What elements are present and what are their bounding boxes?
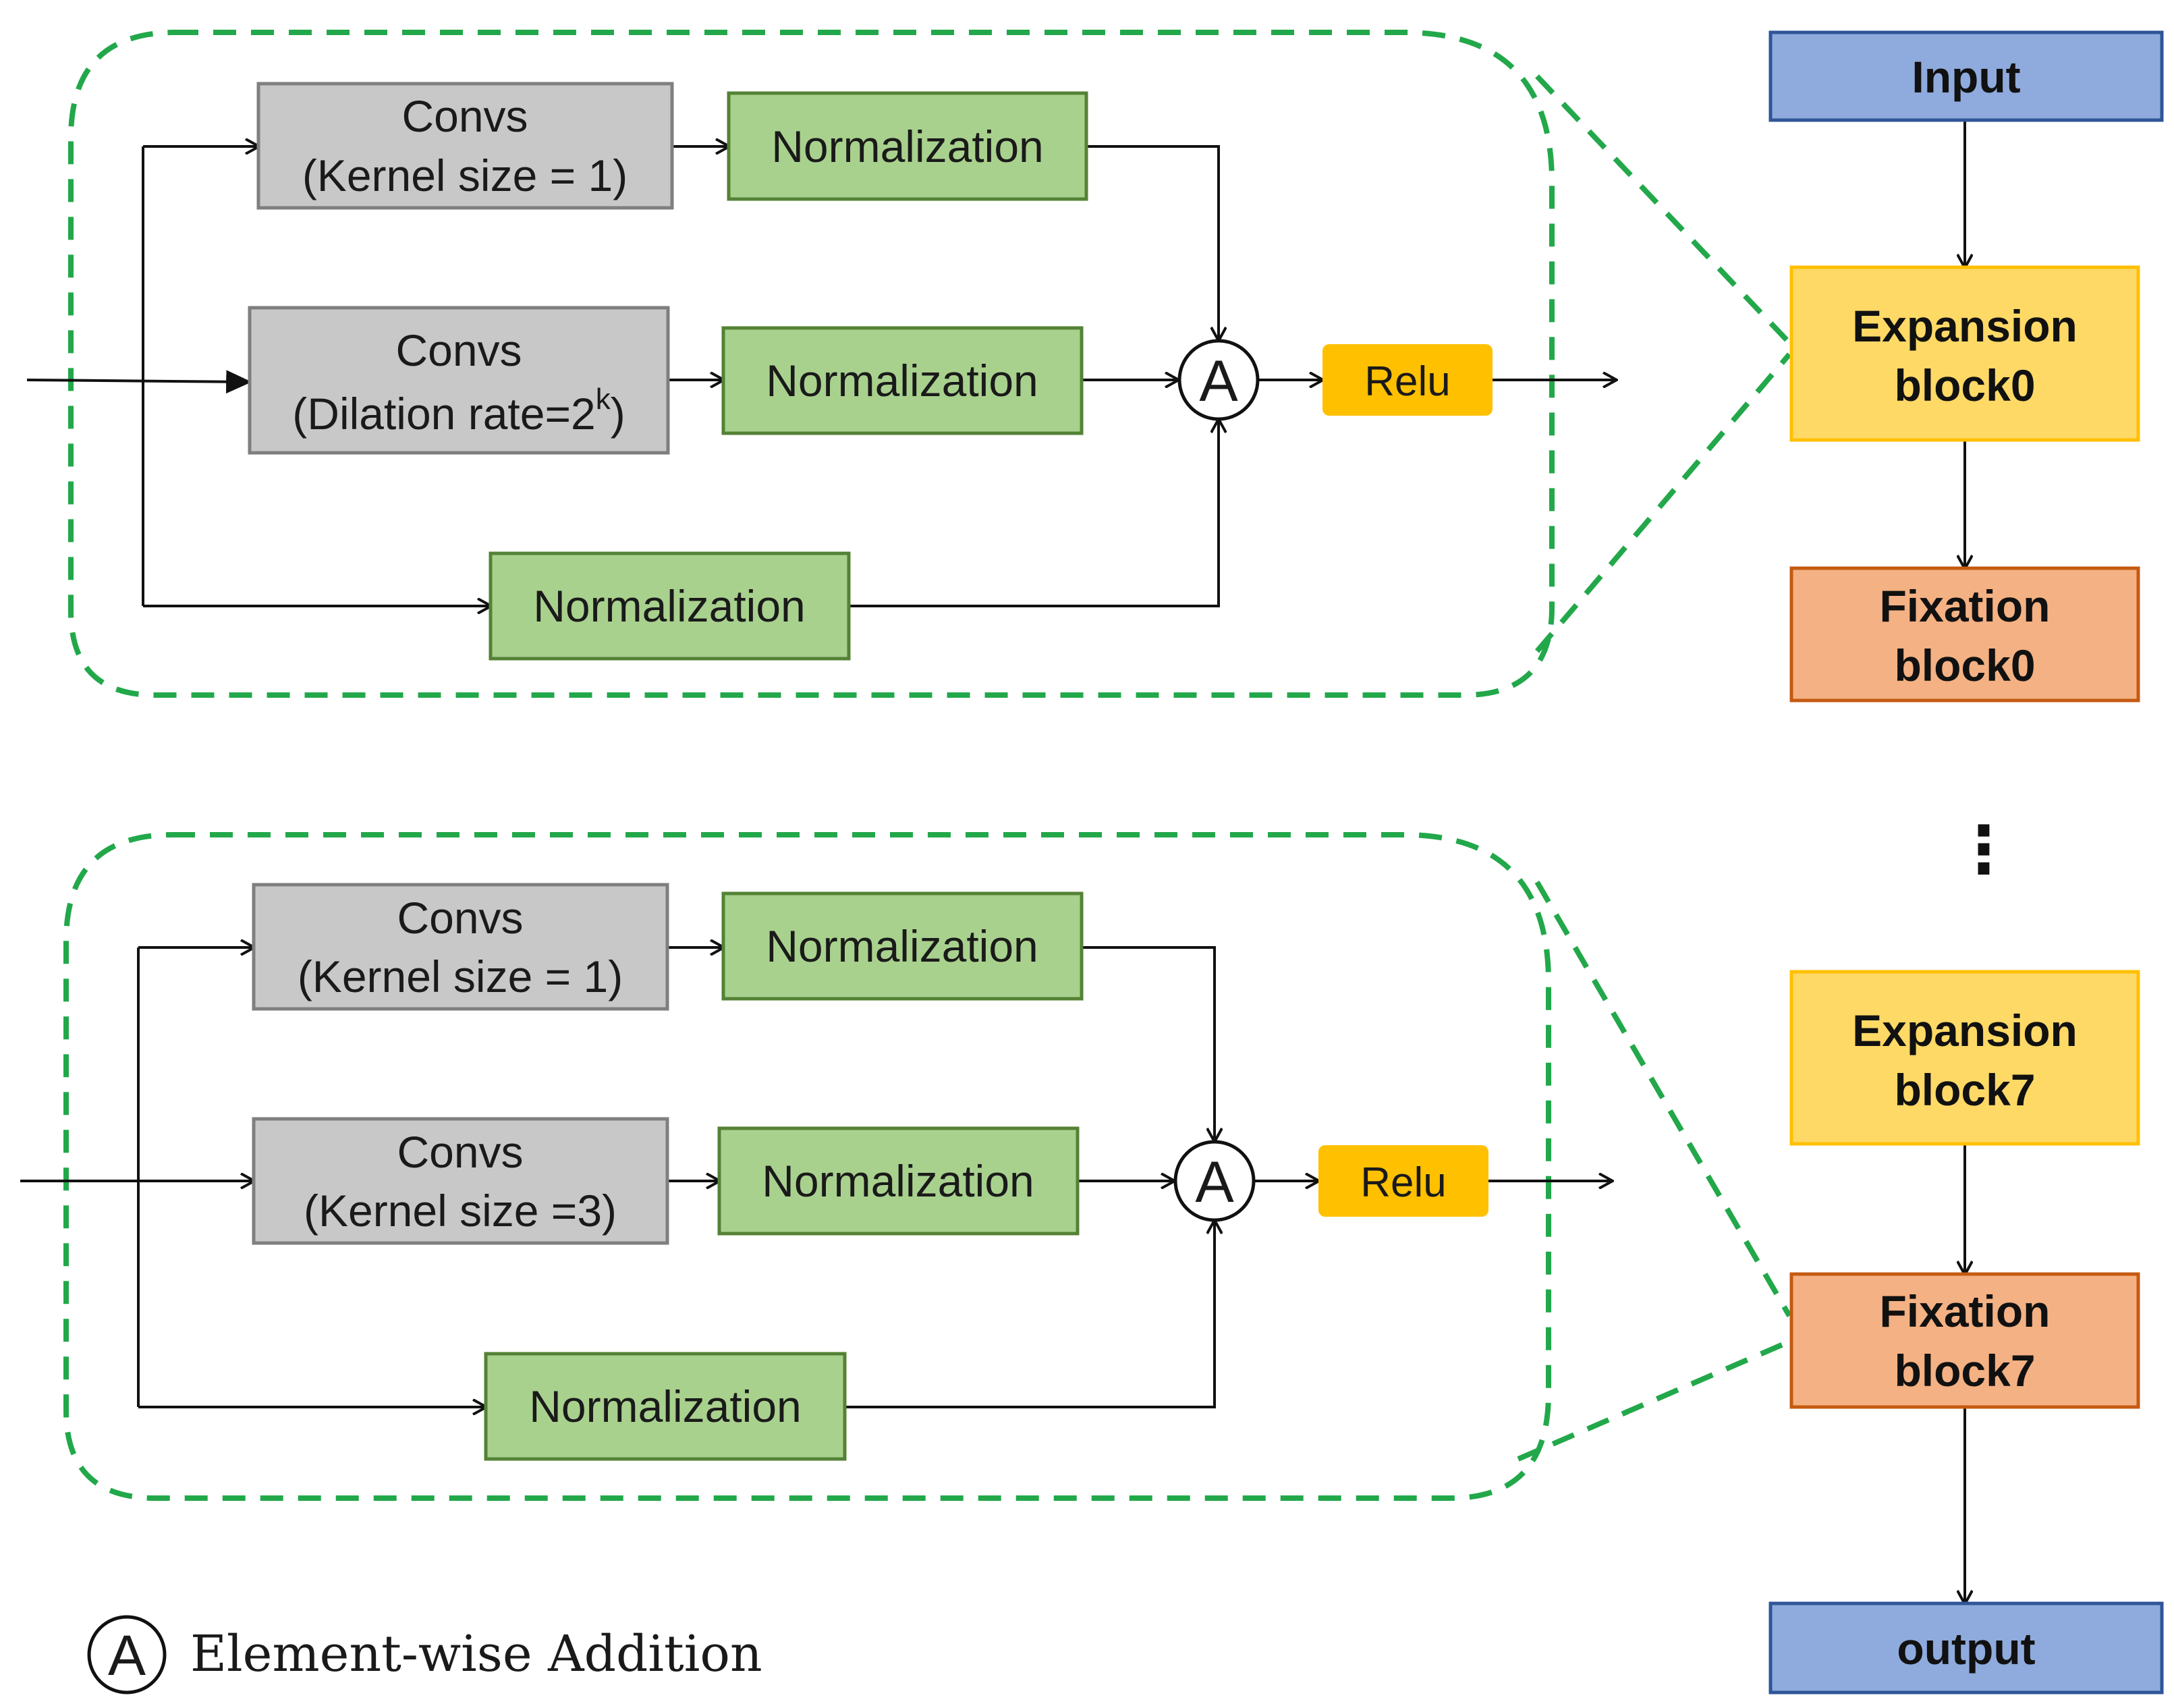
svg-text:Expansion: Expansion (1852, 301, 2078, 351)
svg-text:Convs: Convs (397, 893, 523, 943)
top-norm1-box: Normalization (727, 91, 1088, 201)
legend-label: Element-wise Addition (190, 1625, 762, 1683)
svg-text:Relu: Relu (1364, 358, 1451, 405)
fixation-block0-node: Fixation block0 (1789, 566, 2140, 703)
svg-text:Relu: Relu (1360, 1159, 1447, 1206)
svg-text:A: A (1195, 1150, 1234, 1215)
svg-text:Normalization: Normalization (766, 921, 1038, 971)
svg-text:block7: block7 (1894, 1346, 2035, 1396)
svg-text:A: A (1199, 349, 1238, 414)
input-node: Input (1768, 30, 2164, 122)
output-node: output (1768, 1601, 2164, 1695)
svg-text:Convs: Convs (397, 1127, 523, 1177)
top-relu-box: Relu (1322, 344, 1493, 416)
svg-text:Normalization: Normalization (529, 1381, 801, 1431)
top-norm3-box: Normalization (489, 551, 851, 661)
bottom-dashed-outline (63, 832, 1551, 1501)
expansion-block7-node: Expansion block7 (1789, 970, 2140, 1146)
top-addition-node: A (1177, 339, 1260, 421)
top-conv-dilation-box: Convs (Dilation rate=2k) (248, 306, 670, 455)
bottom-wires (20, 947, 1612, 1407)
bottom-relu-box: Relu (1318, 1145, 1488, 1217)
top-wires (26, 146, 1616, 606)
top-detail-block: Convs (Kernel size = 1) Convs (Dilation … (26, 30, 1616, 698)
svg-text:block7: block7 (1894, 1065, 2035, 1115)
svg-text:(Kernel size = 1): (Kernel size = 1) (298, 952, 623, 1001)
bottom-conv-kernel3-box: Convs (Kernel size =3) (252, 1117, 669, 1245)
svg-text:Fixation: Fixation (1879, 1286, 2050, 1336)
svg-text:Expansion: Expansion (1852, 1005, 2078, 1055)
bottom-addition-node: A (1173, 1140, 1256, 1222)
top-conv-kernel1-box: Convs (Kernel size = 1) (256, 82, 674, 210)
svg-text:Normalization: Normalization (533, 581, 805, 631)
svg-text:Fixation: Fixation (1879, 581, 2050, 631)
svg-text:Normalization: Normalization (762, 1156, 1034, 1206)
bottom-norm3-box: Normalization (484, 1352, 847, 1461)
svg-text:Input: Input (1912, 52, 2020, 102)
expansion-block0-node: Expansion block0 (1789, 265, 2140, 442)
svg-text:Normalization: Normalization (766, 356, 1038, 406)
top-conv2-title: Convs (395, 325, 522, 375)
top-conv2-detail: (Dilation rate=2k) (292, 383, 625, 439)
svg-text:(Kernel size =3): (Kernel size =3) (304, 1186, 617, 1236)
legend: A Element-wise Addition (87, 1615, 762, 1695)
svg-text:block0: block0 (1894, 360, 2035, 410)
pipeline-ellipsis: ⋮ (1951, 814, 2016, 886)
fixation-block7-node: Fixation block7 (1789, 1272, 2140, 1409)
top-norm2-box: Normalization (721, 326, 1084, 435)
top-conv1-detail: (Kernel size = 1) (302, 150, 628, 200)
bottom-conv-kernel1-box: Convs (Kernel size = 1) (252, 883, 669, 1011)
pipeline: Input Expansion block0 Fixation block0 ⋮… (1768, 30, 2164, 1695)
top-dashed-outline (68, 30, 1555, 698)
svg-text:block0: block0 (1894, 640, 2035, 690)
legend-addition-icon: A (87, 1615, 167, 1695)
svg-text:A: A (108, 1624, 146, 1687)
zoom-connectors (1517, 74, 1792, 1462)
bottom-detail-block: Convs (Kernel size = 1) Convs (Kernel si… (20, 832, 1612, 1501)
top-conv1-title: Convs (401, 91, 528, 141)
svg-text:Normalization: Normalization (771, 121, 1043, 171)
bottom-norm2-box: Normalization (717, 1126, 1080, 1236)
bottom-norm1-box: Normalization (721, 891, 1084, 1001)
svg-text:output: output (1897, 1624, 2035, 1674)
